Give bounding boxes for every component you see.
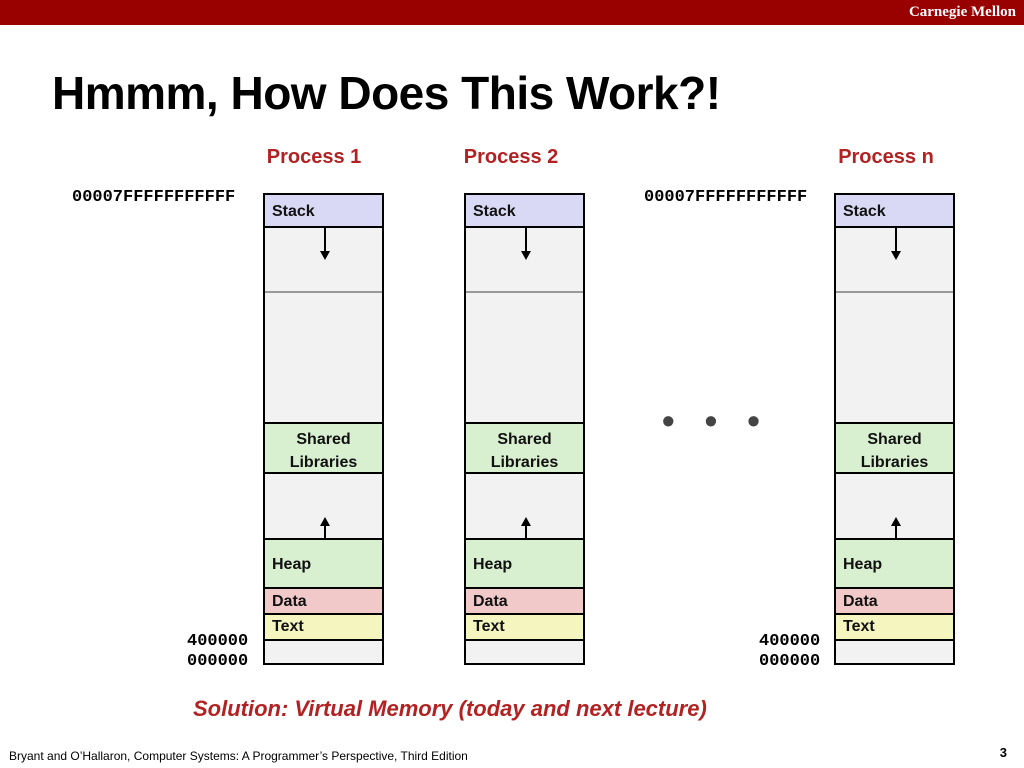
arrow-up-icon — [320, 517, 330, 538]
shared-libraries-segment: Shared Libraries — [836, 422, 953, 474]
shared-label-line2: Libraries — [289, 454, 358, 471]
shared-libraries-segment: Shared Libraries — [466, 422, 583, 474]
shared-libraries-segment: Shared Libraries — [265, 422, 382, 474]
arrow-down-icon — [891, 228, 901, 260]
memory-layout-process-1: Stack Shared Libraries Heap Data Text — [263, 193, 384, 665]
address-top-right: 00007FFFFFFFFFFF — [644, 188, 808, 207]
memory-layout-process-n: Stack Shared Libraries Heap Data Text — [834, 193, 955, 665]
shared-label-line2: Libraries — [860, 454, 929, 471]
shared-label-line1: Shared — [867, 431, 922, 448]
gap-divider — [466, 291, 583, 293]
page-number: 3 — [999, 745, 1007, 760]
text-segment: Text — [836, 615, 953, 641]
stack-segment: Stack — [836, 195, 953, 228]
solution-text: Solution: Virtual Memory (today and next… — [193, 696, 707, 721]
data-segment: Data — [836, 589, 953, 615]
heap-segment: Heap — [466, 538, 583, 589]
heap-segment: Heap — [836, 538, 953, 589]
shared-label-line1: Shared — [497, 431, 552, 448]
text-segment: Text — [466, 615, 583, 641]
address-000000-right: 000000 — [759, 652, 821, 671]
heap-segment: Heap — [265, 538, 382, 589]
arrow-up-icon — [521, 517, 531, 538]
shared-label-line1: Shared — [296, 431, 351, 448]
process-2-label: Process 2 — [463, 146, 559, 168]
address-400000-left: 400000 — [187, 632, 249, 651]
address-top-left: 00007FFFFFFFFFFF — [72, 188, 236, 207]
process-1-label: Process 1 — [266, 146, 362, 168]
arrow-down-icon — [521, 228, 531, 260]
gap-divider — [836, 291, 953, 293]
arrow-up-icon — [891, 517, 901, 538]
process-n-label: Process n — [838, 146, 934, 168]
gap-divider — [265, 291, 382, 293]
stack-segment: Stack — [265, 195, 382, 228]
address-000000-left: 000000 — [187, 652, 249, 671]
arrow-down-icon — [320, 228, 330, 260]
data-segment: Data — [466, 589, 583, 615]
ellipsis: • • • — [662, 400, 770, 441]
slide-title: Hmmm, How Does This Work?! — [52, 67, 721, 119]
text-segment: Text — [265, 615, 382, 641]
address-400000-right: 400000 — [759, 632, 821, 651]
shared-label-line2: Libraries — [490, 454, 559, 471]
brand-name: Carnegie Mellon — [908, 4, 1016, 20]
stack-segment: Stack — [466, 195, 583, 228]
header-bar: Carnegie Mellon — [0, 0, 1024, 25]
data-segment: Data — [265, 589, 382, 615]
memory-layout-process-2: Stack Shared Libraries Heap Data Text — [464, 193, 585, 665]
footer-citation: Bryant and O’Hallaron, Computer Systems:… — [9, 749, 468, 763]
